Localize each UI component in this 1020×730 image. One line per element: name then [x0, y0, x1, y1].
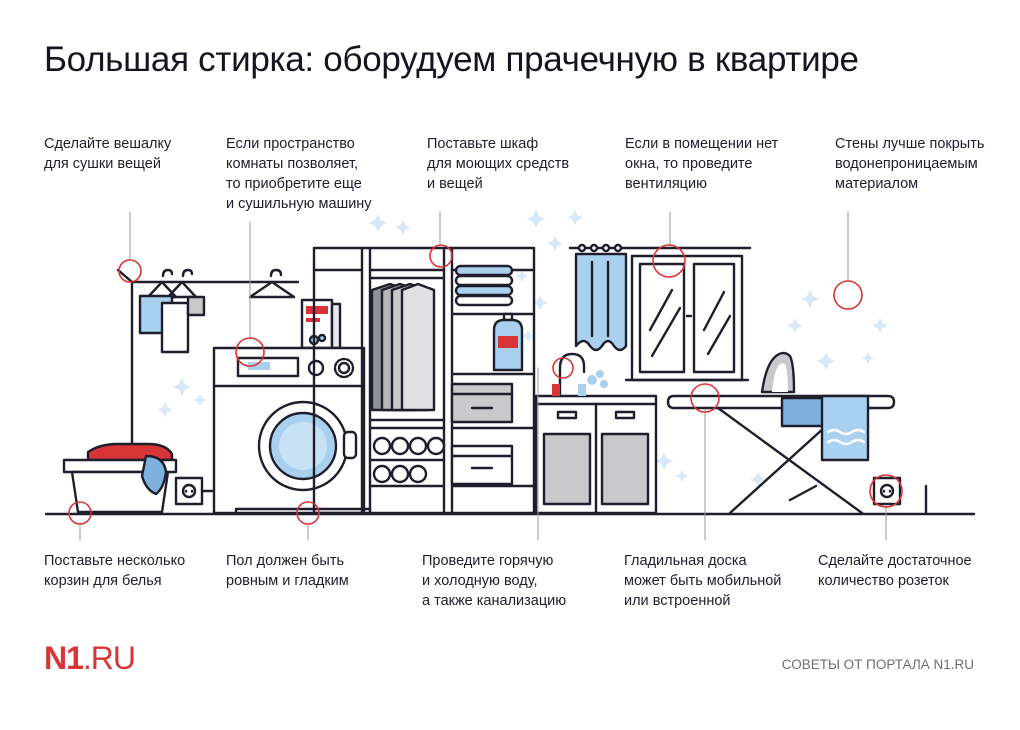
detergent-box-icon [300, 298, 342, 350]
iron-icon [760, 351, 796, 394]
tip-line: и холодную воду, [422, 573, 538, 589]
tip-floor: Пол должен быть ровным и гладким [226, 551, 349, 591]
tip-line: материалом [835, 176, 919, 192]
logo-bold: N1 [44, 640, 84, 676]
tip-ventilation: Если в помещении нет окна, то проведите … [625, 134, 778, 194]
tip-line: корзин для белья [44, 573, 162, 589]
tip-line: комнаты позволяет, [226, 156, 359, 172]
tip-line: Поставьте несколько [44, 553, 186, 569]
tip-line: Проведите горячую [422, 553, 554, 569]
tip-dryer: Если пространство комнаты позволяет, то … [226, 134, 372, 214]
wardrobe-icon [312, 246, 536, 515]
callout-markers [68, 244, 903, 525]
tip-sockets: Сделайте достаточное количество розеток [818, 551, 972, 591]
tip-line: Сделайте вешалку [44, 136, 172, 152]
page-title: Большая стирка: оборудуем прачечную в кв… [44, 40, 859, 79]
sink-cabinet-icon [534, 352, 658, 515]
tip-line: Гладильная доска [624, 553, 747, 569]
tip-line: то приобретите еще [226, 176, 362, 192]
tip-line: окна, то проведите [625, 156, 753, 172]
tip-plumbing: Проведите горячую и холодную воду, а так… [422, 551, 566, 611]
tip-line: количество розеток [818, 573, 949, 589]
tip-line: Пол должен быть [226, 553, 345, 569]
ironing-board-icon [666, 394, 896, 515]
logo-light: .RU [82, 640, 136, 676]
curtain-icon [568, 243, 628, 352]
callout-lines [79, 211, 887, 541]
brand-logo: N1.RU [44, 640, 136, 676]
tip-line: вентиляцию [625, 176, 707, 192]
tip-line: ровным и гладким [226, 573, 349, 589]
tip-line: может быть мобильной [624, 573, 782, 589]
tip-line: Если в помещении нет [625, 136, 779, 152]
hanger-icon [248, 268, 296, 299]
tip-line: Если пространство [226, 136, 355, 152]
tip-line: Поставьте шкаф [427, 136, 539, 152]
tip-line: и сушильную машину [226, 196, 372, 212]
tip-line: Сделайте достаточное [818, 553, 972, 569]
tip-line: для сушки вещей [44, 156, 161, 172]
tip-walls: Стены лучше покрыть водонепроницаемым ма… [835, 134, 984, 194]
power-outlet-icon [872, 476, 928, 515]
tip-line: для моющих средств [427, 156, 570, 172]
washing-machine-icon [212, 346, 372, 515]
tip-line: Стены лучше покрыть [835, 136, 985, 152]
tip-cabinet: Поставьте шкаф для моющих средств и веще… [427, 134, 569, 194]
window-icon [620, 246, 752, 382]
footer-credit: СОВЕТЫ ОТ ПОРТАЛА N1.RU [781, 657, 974, 672]
sparkle-decorations [157, 210, 888, 487]
tip-drying-rack: Сделайте вешалку для сушки вещей [44, 134, 171, 174]
laundry-basket-icon [62, 442, 178, 514]
tip-ironing-board: Гладильная доска может быть мобильной ил… [624, 551, 781, 611]
faucet-icon [558, 352, 586, 398]
tip-line: водонепроницаемым [835, 156, 978, 172]
tip-line: или встроенной [624, 593, 731, 609]
power-outlet-icon [174, 476, 214, 506]
tip-line: и вещей [427, 176, 483, 192]
tip-line: а также канализацию [422, 593, 567, 609]
tip-baskets: Поставьте несколько корзин для белья [44, 551, 185, 591]
